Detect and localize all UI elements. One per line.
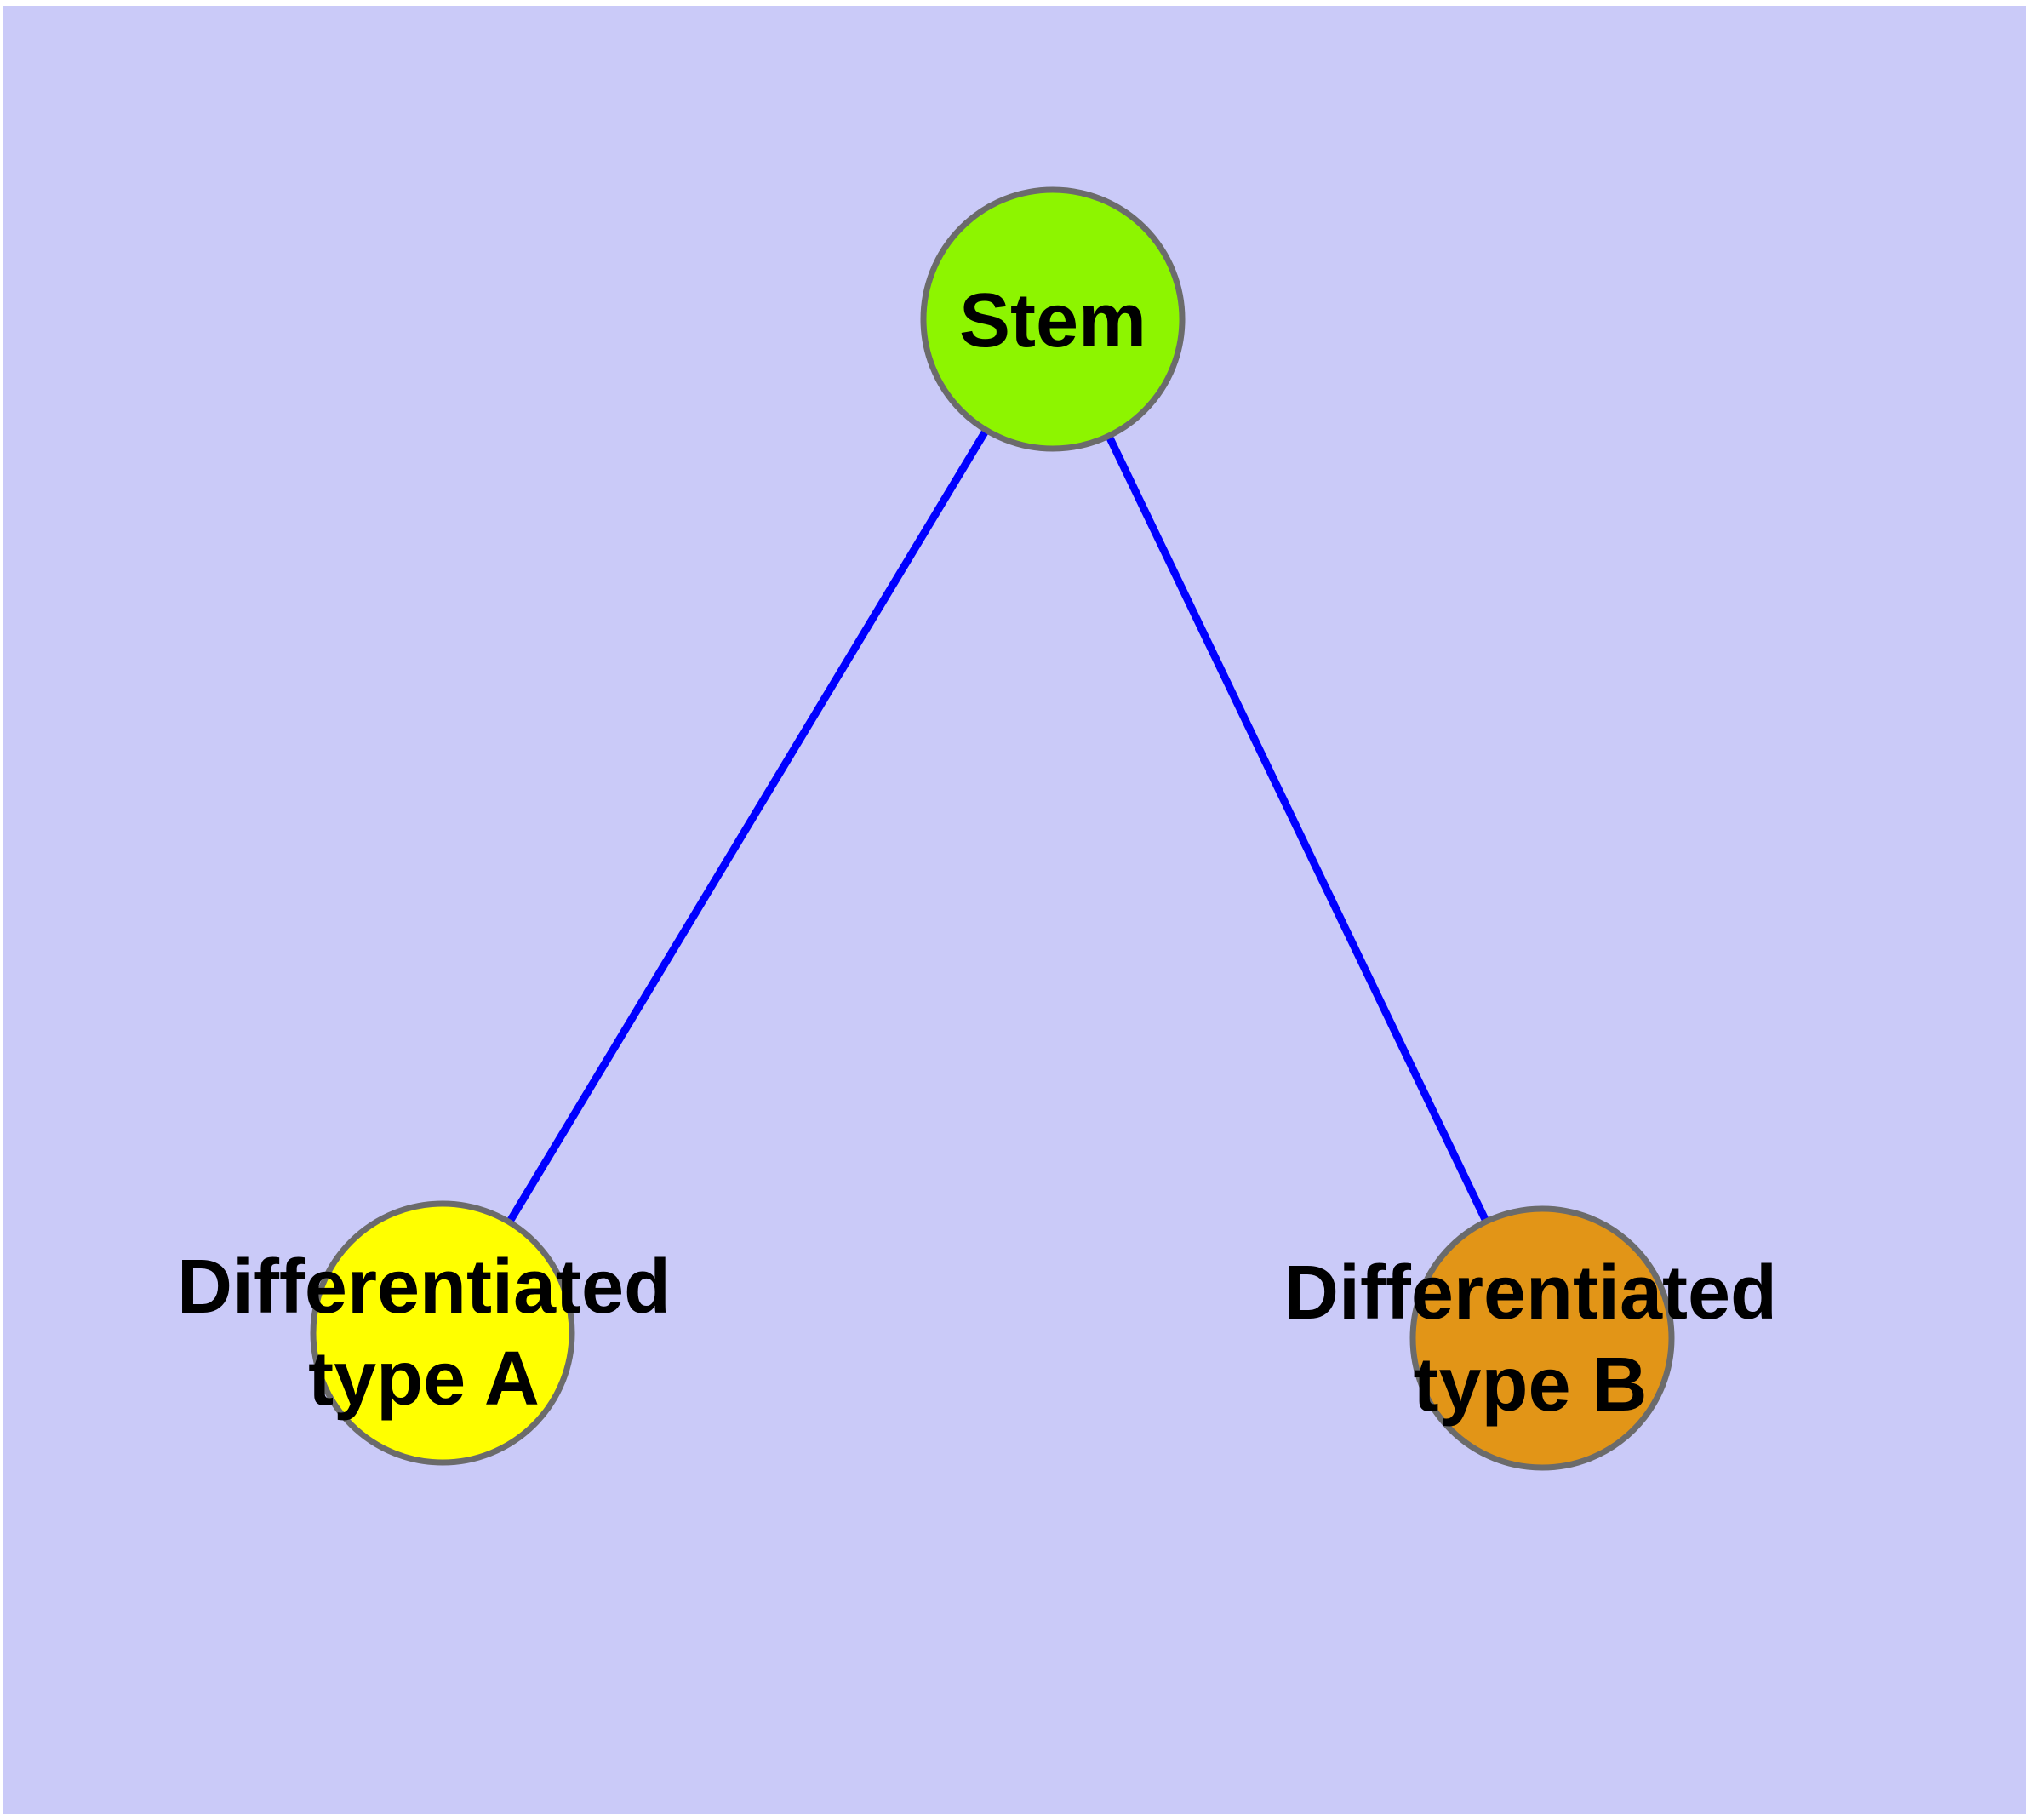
stem-node-label: Stem — [959, 278, 1146, 363]
type-a-node-label-line1: Differentiated — [177, 1245, 671, 1330]
type-a-node-label-line2: type A — [308, 1336, 540, 1422]
edge-stem-to-type-b — [1049, 318, 1546, 1340]
type-b-node-label-line1: Differentiated — [1283, 1251, 1777, 1336]
type-b-node-label-line2: type B — [1413, 1342, 1647, 1428]
type-a-node-circle — [310, 1200, 575, 1466]
stem-node-circle — [920, 186, 1186, 452]
type-b-node-circle — [1409, 1205, 1675, 1471]
edge-stem-to-type-a — [439, 317, 1056, 1336]
